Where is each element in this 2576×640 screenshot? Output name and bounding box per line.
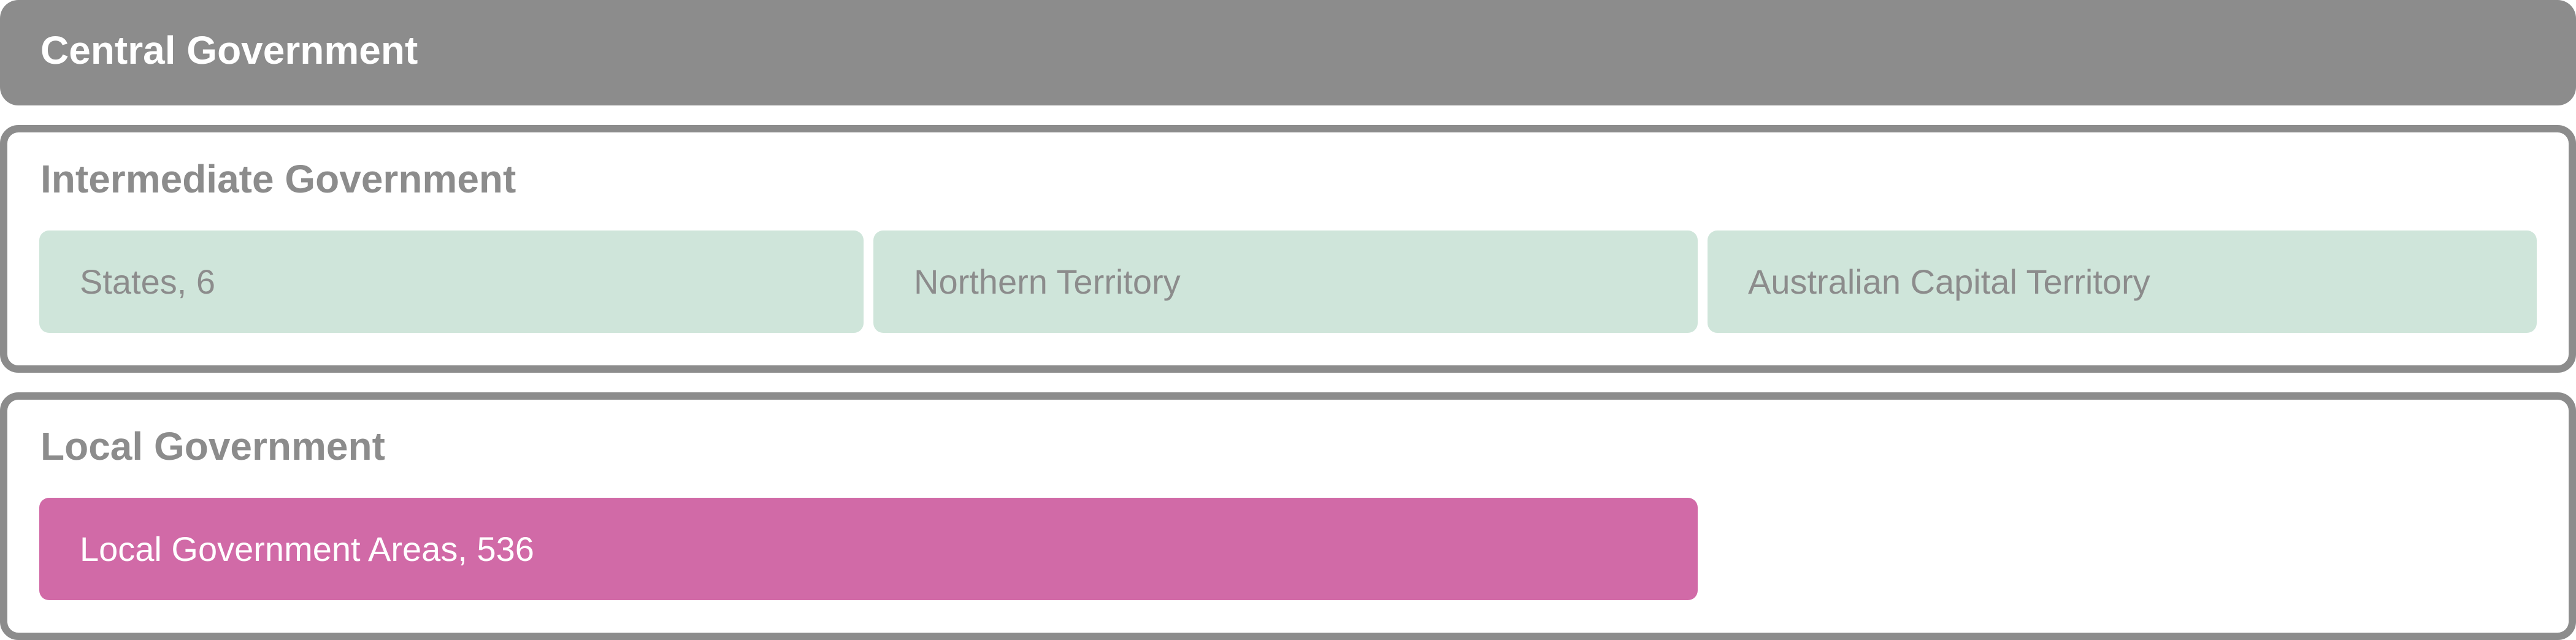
tier-title: Central Government	[40, 28, 418, 72]
cell-local-government-areas: Local Government Areas, 536	[39, 498, 1698, 600]
tier-intermediate-government: Intermediate Government States, 6 Northe…	[0, 125, 2576, 373]
cell-label: States, 6	[80, 262, 216, 301]
cell-northern-territory: Northern Territory	[873, 230, 1698, 333]
tier-title: Local Government	[40, 424, 385, 468]
cell-australian-capital-territory: Australian Capital Territory	[1708, 230, 2537, 333]
cell-label: Australian Capital Territory	[1748, 262, 2150, 301]
tier-title: Intermediate Government	[40, 157, 516, 201]
tier-central-government: Central Government	[0, 0, 2576, 105]
cell-states: States, 6	[39, 230, 864, 333]
tier-local-government: Local Government Local Government Areas,…	[0, 392, 2576, 640]
cell-label: Northern Territory	[914, 262, 1181, 301]
cell-label: Local Government Areas, 536	[80, 530, 534, 568]
